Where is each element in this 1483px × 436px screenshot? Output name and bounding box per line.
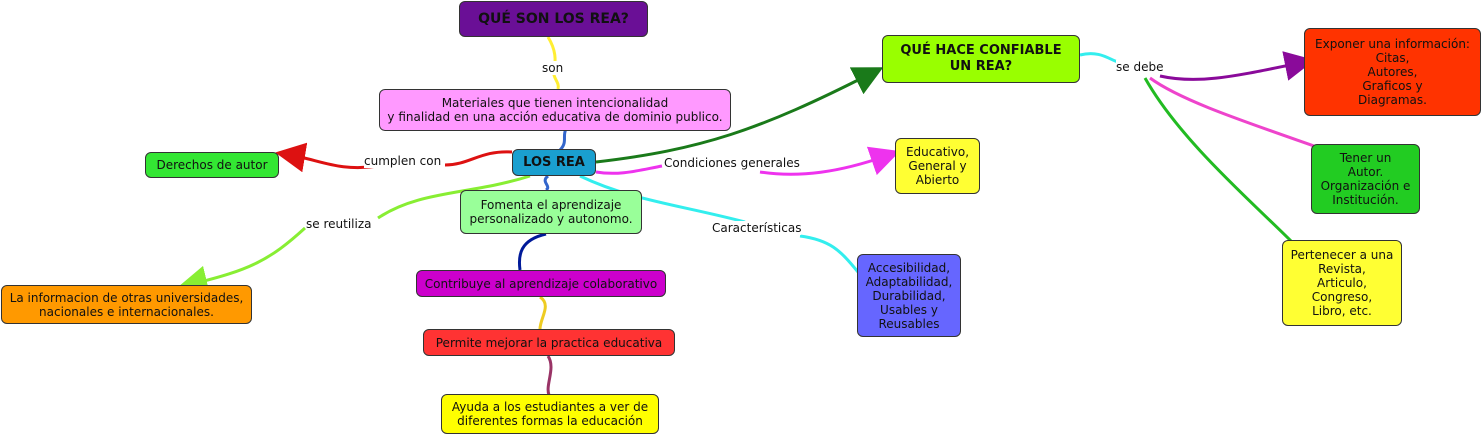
link-exponer bbox=[1159, 51, 1315, 81]
que-hace-confiable-node[interactable]: QUÉ HACE CONFIABLE UN REA? bbox=[882, 35, 1080, 83]
educativo-general-abierto-node[interactable]: Educativo, General y Abierto bbox=[895, 138, 980, 194]
link-materiales-los-rea bbox=[558, 128, 568, 152]
derechos-de-autor-node[interactable]: Derechos de autor bbox=[145, 152, 279, 178]
link-tener bbox=[1149, 76, 1315, 148]
label-se-reutiliza: se reutiliza bbox=[306, 217, 372, 231]
link-condiciones bbox=[595, 156, 886, 174]
link-pertenecer bbox=[1143, 77, 1294, 244]
link-fomenta-contribuye bbox=[517, 232, 547, 271]
pertenecer-node[interactable]: Pertenecer a una Revista, Articulo, Cong… bbox=[1282, 240, 1402, 326]
label-cumplen-con: cumplen con bbox=[364, 154, 442, 168]
link-confiable bbox=[595, 67, 884, 164]
link-se-debe bbox=[1079, 52, 1119, 64]
link-contribuye-permite bbox=[538, 295, 547, 330]
los-rea-node[interactable]: LOS REA bbox=[512, 149, 596, 176]
label-caracteristicas: Características bbox=[712, 221, 802, 235]
link-fomenta bbox=[543, 174, 550, 192]
tener-autor-node[interactable]: Tener un Autor. Organización e Instituci… bbox=[1311, 144, 1420, 214]
ayuda-node[interactable]: Ayuda a los estudiantes a ver de diferen… bbox=[441, 394, 659, 434]
link-caracteristicas bbox=[579, 174, 860, 273]
contribuye-node[interactable]: Contribuye al aprendizaje colaborativo bbox=[416, 270, 666, 297]
link-reutiliza bbox=[192, 174, 531, 284]
label-condiciones-generales: Condiciones generales bbox=[664, 156, 800, 170]
informacion-universidades-node[interactable]: La informacion de otras universidades, n… bbox=[1, 285, 252, 324]
exponer-informacion-node[interactable]: Exponer una información: Citas, Autores,… bbox=[1304, 28, 1481, 116]
materiales-node[interactable]: Materiales que tienen intencionalidad y … bbox=[379, 89, 731, 131]
fomenta-node[interactable]: Fomenta el aprendizaje personalizado y a… bbox=[460, 190, 642, 234]
label-se-debe: se debe bbox=[1116, 60, 1164, 74]
label-son: son bbox=[542, 61, 564, 75]
que-son-los-rea-node[interactable]: QUÉ SON LOS REA? bbox=[459, 1, 648, 37]
accesibilidad-node[interactable]: Accesibilidad, Adaptabilidad, Durabilida… bbox=[857, 254, 961, 337]
permite-node[interactable]: Permite mejorar la practica educativa bbox=[423, 329, 675, 356]
link-permite-ayuda bbox=[546, 355, 553, 396]
